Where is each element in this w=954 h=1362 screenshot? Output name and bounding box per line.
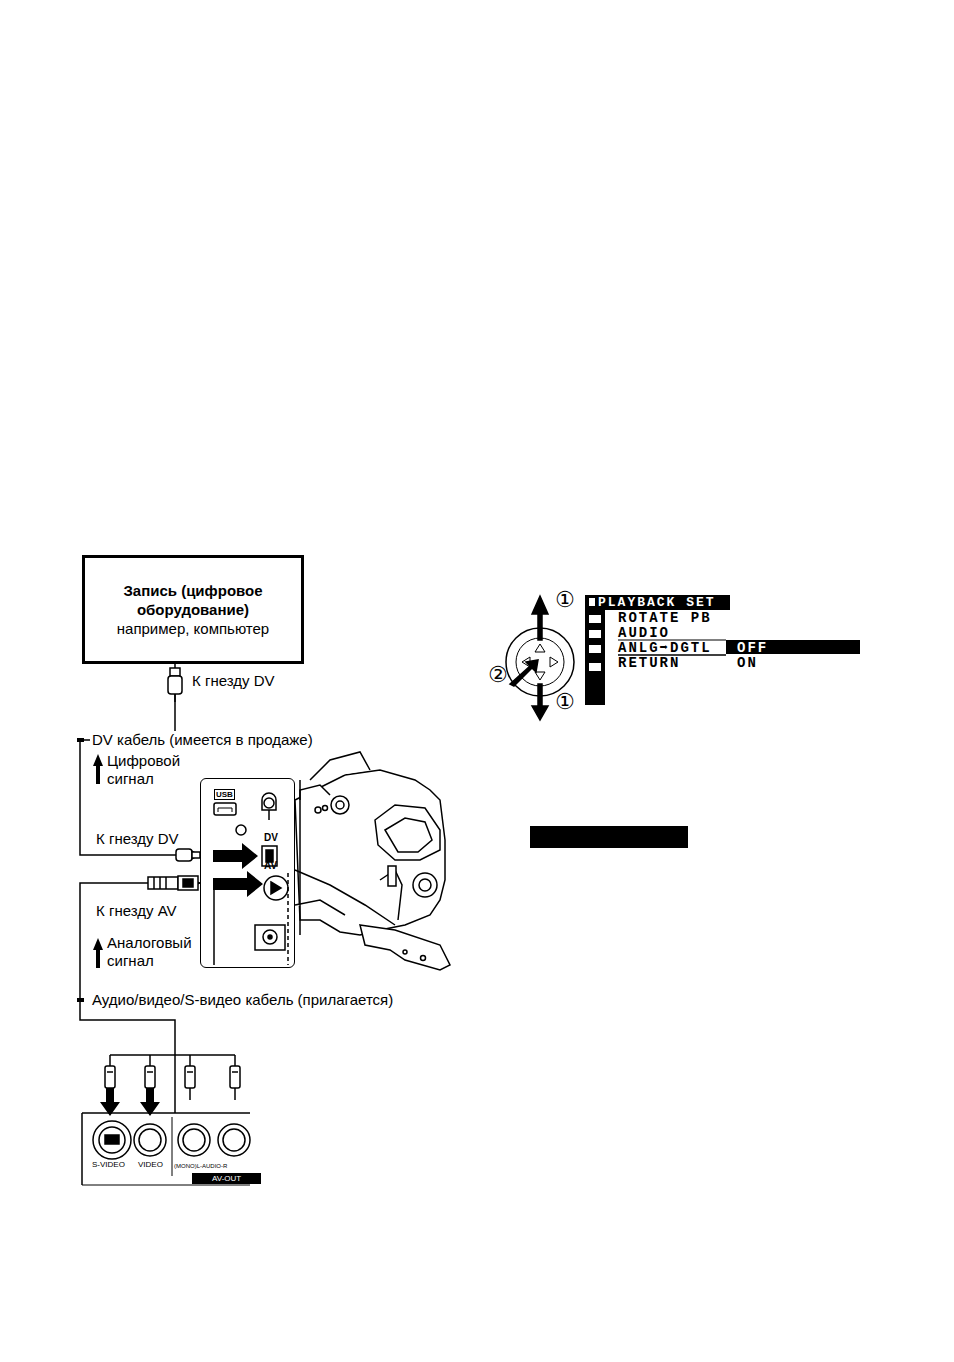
insert-arrow <box>100 1088 160 1116</box>
jack-label: (MONO)L-AUDIO-R <box>174 1163 227 1169</box>
menu-item: ROTATE PB <box>618 611 712 625</box>
cable-connector <box>80 664 200 855</box>
menu-item: ON <box>737 656 758 670</box>
callout-number: ① <box>555 690 575 714</box>
menu-graphics <box>530 595 860 848</box>
signal-arrow <box>93 754 103 968</box>
av-out-panel: S-VIDEOVIDEO(MONO)L-AUDIO-RAV-OUT <box>82 1113 250 1185</box>
jack-note: К гнезду AV <box>96 902 177 920</box>
box-heading: Запись (цифровое оборудование) <box>97 581 289 619</box>
jack-label: DV <box>264 832 278 843</box>
av-cable-bus <box>105 1055 240 1100</box>
jack-label: USB <box>214 789 235 800</box>
jack-note: К гнезду DV <box>192 672 274 690</box>
jack-note: К гнезду DV <box>96 830 178 848</box>
callout-number: ① <box>555 588 575 612</box>
jack-panel: USB DV AV <box>200 778 295 968</box>
jack-label: S-VIDEO <box>92 1160 125 1169</box>
menu-item: OFF <box>737 641 768 655</box>
cable-label: Аудио/видео/S-видео кабель (прилагается) <box>90 991 395 1009</box>
jack-note: Аналоговый сигнал <box>107 934 197 970</box>
device-box: Запись (цифровое оборудование)например, … <box>82 555 304 664</box>
menu-item: PLAYBACK SET <box>598 596 716 610</box>
insert-arrow <box>213 843 263 897</box>
menu-item: AUDIO <box>618 626 670 640</box>
jack-note: Цифровой сигнал <box>107 752 187 788</box>
control-dial <box>506 596 574 720</box>
menu-item: ANLG➡DGTL <box>618 641 712 655</box>
camera-jacks <box>214 793 288 965</box>
callout-number: ② <box>488 663 508 687</box>
jack-label: AV-OUT <box>192 1173 261 1184</box>
camcorder-body <box>295 752 450 970</box>
menu-item: RETURN <box>618 656 680 670</box>
box-note: например, компьютер <box>117 619 269 638</box>
jack-label: VIDEO <box>138 1160 163 1169</box>
dv-plug <box>168 668 182 702</box>
cable-label: DV кабель (имеется в продаже) <box>90 731 315 749</box>
jack-label: AV <box>264 860 277 871</box>
cable-tick <box>77 738 84 1002</box>
dv-plug <box>176 849 200 861</box>
av-plug <box>148 876 198 890</box>
